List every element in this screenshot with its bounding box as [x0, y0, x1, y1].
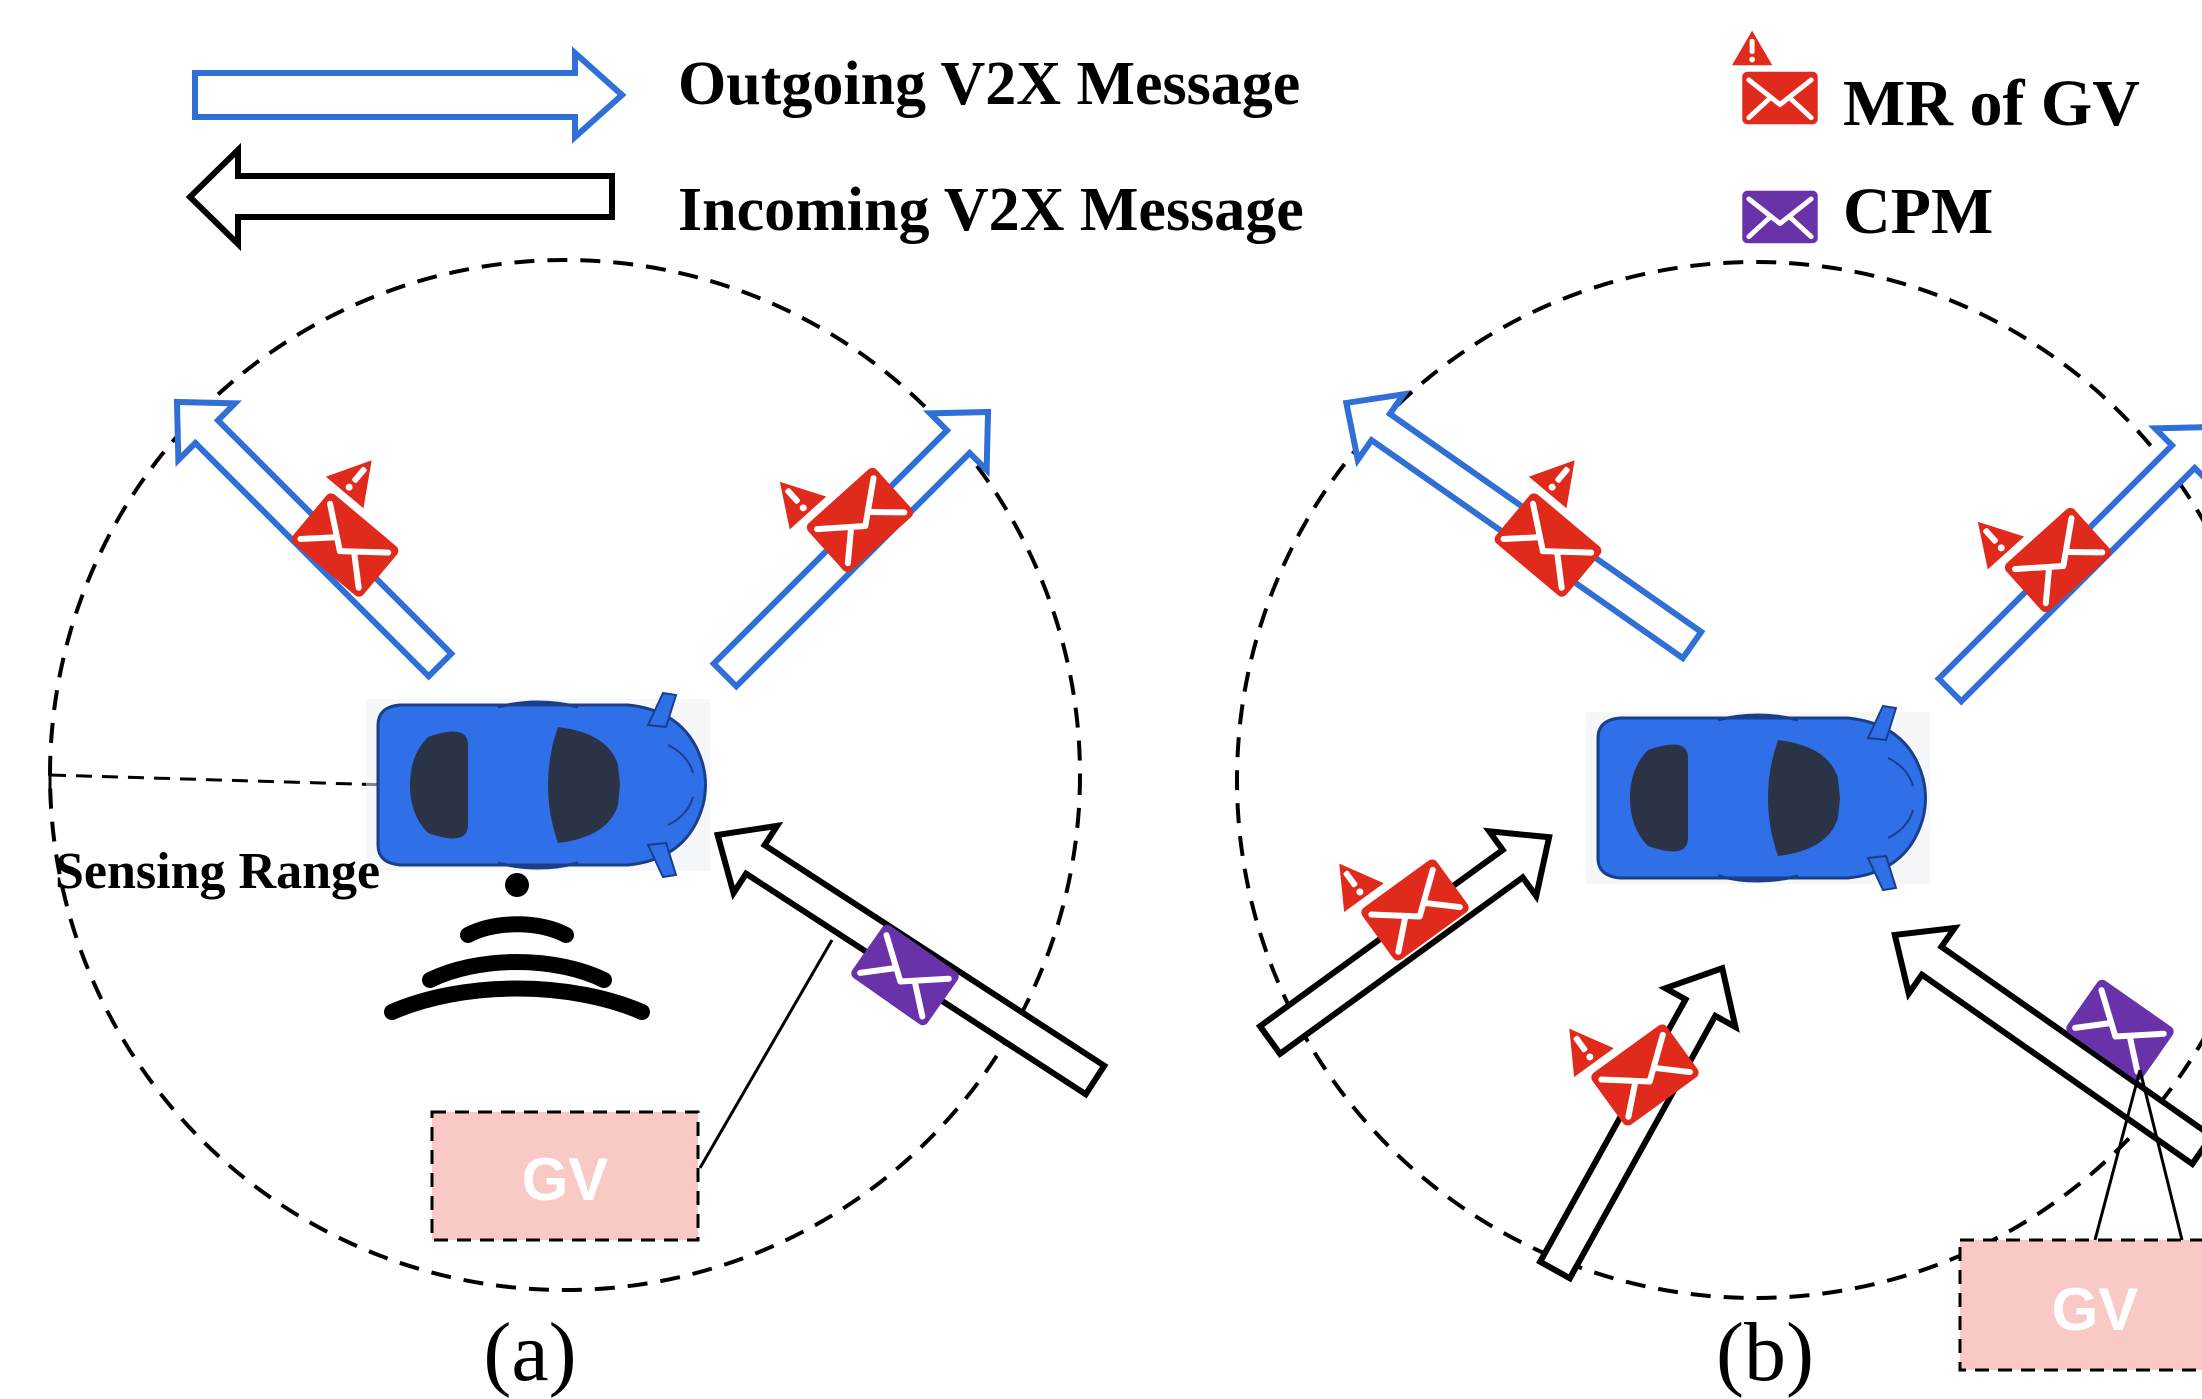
sensing-range-label: Sensing Range [55, 843, 380, 900]
gv-box [430, 1110, 700, 1242]
mr-envelope-icon [1954, 465, 2113, 625]
mr-envelope-icon [1729, 27, 1818, 124]
gv-box [1958, 1238, 2202, 1372]
incoming-arrow [1536, 964, 1740, 1283]
wifi-signal-icon [384, 873, 650, 1020]
caption-b: (b) [1716, 1306, 1814, 1399]
gv-label: GV [2052, 1276, 2139, 1343]
sensing-range-circle [1235, 260, 2202, 1300]
panel-a: Sensing Range GV (a) [48, 258, 1109, 1399]
gv-link-line [2138, 1069, 2184, 1241]
gv-label: GV [522, 1146, 609, 1213]
mr-envelope-icon [1314, 813, 1471, 972]
car-icon [1584, 704, 1932, 892]
mr-envelope-icon [1544, 978, 1701, 1137]
gv-link-line [2093, 1069, 2142, 1241]
legend-outgoing-label: Outgoing V2X Message [678, 50, 1300, 118]
legend: Outgoing V2X Message Incoming V2X Messag… [185, 27, 2140, 252]
outgoing-arrow-icon [192, 46, 627, 144]
panel-b: GV (b) [1235, 260, 2202, 1399]
caption-a: (a) [483, 1306, 576, 1399]
legend-mr-label: MR of GV [1843, 67, 2140, 140]
mr-envelope-icon [756, 425, 915, 585]
gv-link-line [698, 939, 834, 1169]
car-icon [364, 691, 712, 879]
incoming-arrow [1891, 924, 2202, 1169]
incoming-arrow-icon [185, 142, 615, 252]
cpm-envelope-icon [1742, 191, 1817, 243]
legend-incoming-label: Incoming V2X Message [678, 176, 1304, 244]
legend-cpm-label: CPM [1843, 175, 1993, 248]
